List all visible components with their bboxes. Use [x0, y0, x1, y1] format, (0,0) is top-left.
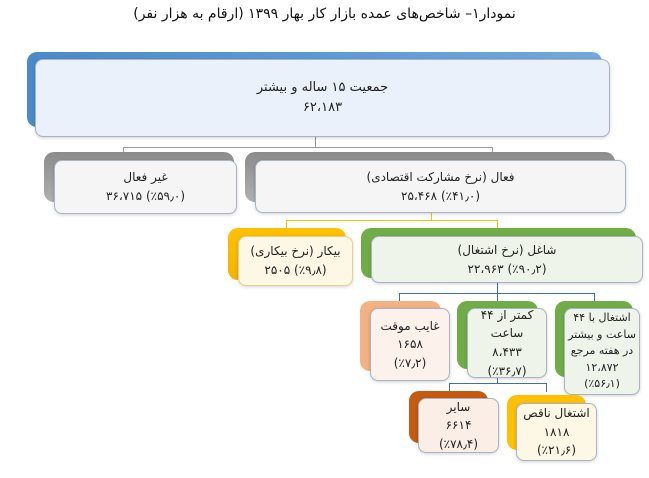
connector-under44-left — [449, 383, 450, 392]
node-label: غایب موقت — [380, 318, 440, 333]
node-label: غیر فعال — [123, 170, 168, 185]
node-label-line2: ساعت — [490, 326, 524, 341]
node-value: (٪۵۹٫۰) ۳۶،۷۱۵ — [106, 189, 185, 203]
node-body: اشتغال با ۴۴ ساعت و بیشتر در هفته مرجع ۱… — [564, 308, 640, 395]
node-label: فعال (نرخ مشارکت اقتصادی) — [366, 169, 515, 184]
connector-root-stem — [315, 135, 316, 147]
node-value: (٪۹۰٫۲) ۲۲،۹۶۳ — [467, 261, 547, 276]
node-body: اشتغال ناقص ۱۸۱۸ (٪۲۱٫۶) — [516, 403, 597, 461]
node-value: (٪۴۱٫۰) ۲۵،۴۶۸ — [401, 188, 480, 203]
node-label: اشتغال ناقص — [523, 406, 590, 421]
node-label: بیکار (نرخ بیکاری) — [250, 244, 341, 259]
node-percent: (٪۲۱٫۶) — [536, 443, 577, 458]
connector-employed-left — [399, 293, 400, 302]
node-value: (٪۹٫۸) ۲۵۰۵ — [264, 263, 327, 277]
node-label-line1: کمتر از ۴۴ — [480, 307, 534, 322]
node-body: کمتر از ۴۴ ساعت ۸،۴۳۳ (٪۳۶٫۷) — [467, 308, 547, 378]
node-body: بیکار (نرخ بیکاری) (٪۹٫۸) ۲۵۰۵ — [238, 236, 353, 286]
node-percent: (٪۷۸٫۴) — [438, 436, 479, 451]
chart-title: نمودار۱– شاخص‌های عمده بازار کار بهار ۱۳… — [133, 6, 516, 22]
node-label: جمعیت ۱۵ ساله و بیشتر — [256, 79, 389, 95]
connector-employed-mid — [497, 293, 498, 302]
node-body: فعال (نرخ مشارکت اقتصادی) (٪۴۱٫۰) ۲۵،۴۶۸ — [255, 160, 626, 213]
node-label-line2: ساعت و بیشتر — [568, 327, 636, 341]
node-body: شاغل (نرخ اشتغال) (٪۹۰٫۲) ۲۲،۹۶۳ — [371, 236, 643, 283]
connector-active-bar — [286, 220, 498, 221]
node-value: ۱۸۱۸ — [543, 424, 570, 439]
node-label: شاغل (نرخ اشتغال) — [457, 242, 557, 257]
node-label: سایر — [446, 399, 471, 414]
node-body: غیر فعال (٪۵۹٫۰) ۳۶،۷۱۵ — [54, 160, 237, 214]
node-value: ۶۶۱۴ — [445, 418, 472, 433]
node-body: سایر ۶۶۱۴ (٪۷۸٫۴) — [418, 398, 499, 453]
node-body: جمعیت ۱۵ ساله و بیشتر ۶۲،۱۸۳ — [35, 59, 610, 137]
node-percent: (٪۷٫۲) — [393, 355, 427, 370]
connector-under44-right — [546, 383, 547, 392]
node-percent: (٪۳۶٫۷) — [487, 363, 527, 378]
connector-active-stem — [431, 211, 432, 220]
node-body: غایب موقت ۱۶۵۸ (٪۷٫۲) — [370, 308, 450, 381]
connector-active-right — [497, 220, 498, 229]
node-label-line1: اشتغال با ۴۴ — [573, 311, 631, 325]
node-value: ۸،۴۳۳ — [492, 345, 522, 359]
node-value: ۱۲،۸۷۲ — [585, 360, 619, 374]
node-value: ۱۶۵۸ — [397, 337, 423, 352]
connector-root-bar — [123, 147, 493, 148]
connector-under44-stem — [497, 376, 498, 383]
connector-under44-bar — [449, 383, 547, 384]
connector-employed-right — [594, 293, 595, 302]
node-percent: (٪۵۶٫۱) — [584, 377, 620, 391]
connector-active-left — [286, 220, 287, 229]
node-label-line3: در هفته مرجع — [570, 344, 634, 358]
connector-employed-stem — [497, 281, 498, 293]
node-value: ۶۲،۱۸۳ — [302, 100, 343, 115]
